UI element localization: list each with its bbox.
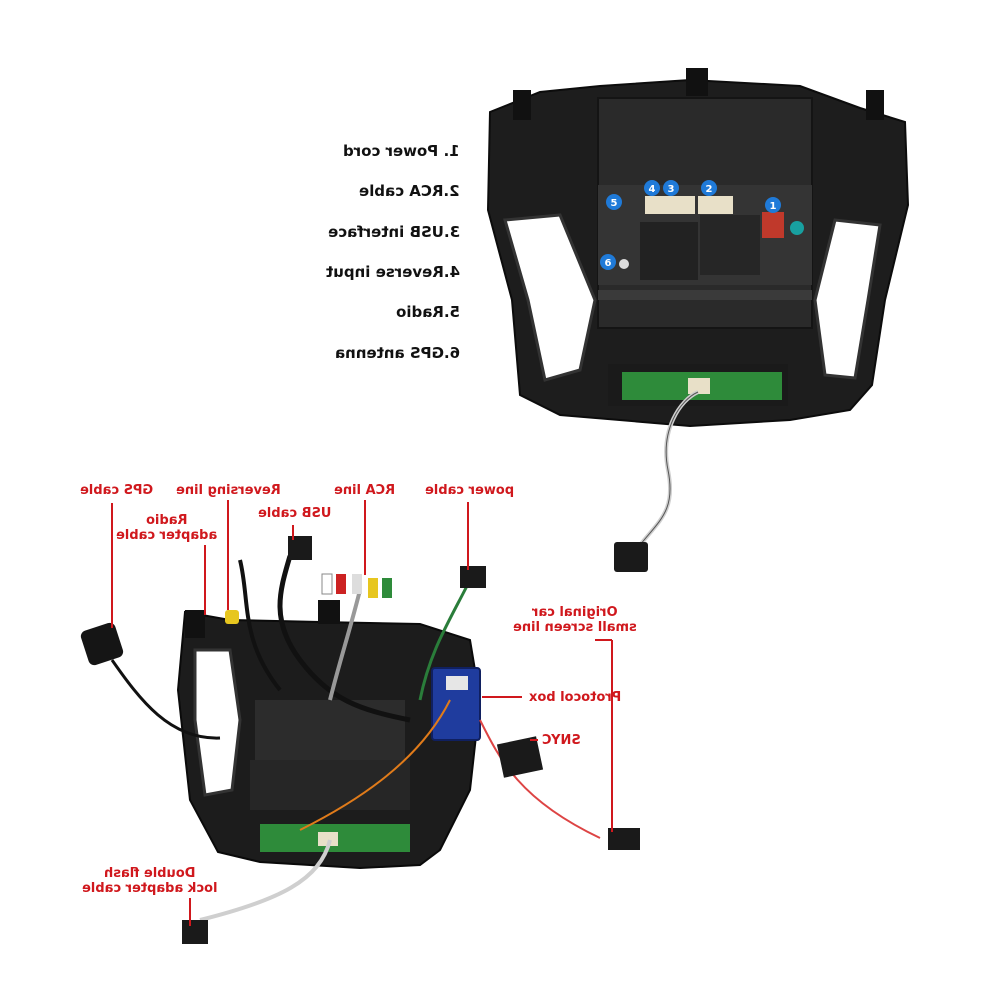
label-power-cable: power cable [425,483,515,498]
label-gps-cable: GPS cable [80,483,154,498]
label-double-flash-cable: Double flash lock adapter cable [82,866,218,896]
port-number-1: 1 [770,201,777,212]
label-protocol-box: Protocol box [528,690,622,705]
port-number-3: 3 [668,184,675,195]
port-number-2: 2 [706,184,713,195]
label-original-car-line: Original car small screen line [513,605,637,635]
port-number-6: 6 [605,258,612,269]
label-snyc: SNYC [541,733,581,748]
port-number-5: 5 [611,198,618,209]
label-radio-adapter-cable: Radio adapter cable [116,513,218,543]
label-reversing-line: Reversing line [175,483,281,498]
port-number-4: 4 [649,184,656,195]
bottom-frame-photo [80,536,640,944]
label-rca-line: RCA line [334,483,396,498]
port-markers [600,180,804,270]
label-usb-cable: USB cable [258,506,332,521]
